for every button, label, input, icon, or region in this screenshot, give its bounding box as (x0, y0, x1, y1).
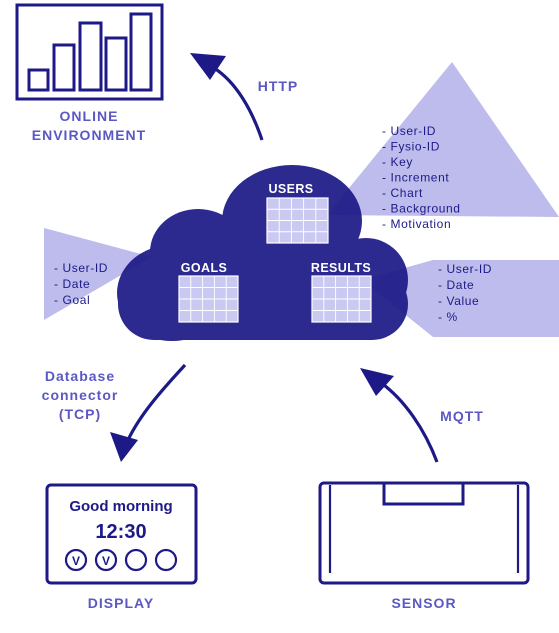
goals-table-grid (178, 275, 239, 323)
display-time: 12:30 (95, 521, 146, 543)
display-greeting: Good morning (69, 498, 172, 515)
users-table-grid (266, 197, 329, 244)
users-callout (327, 62, 559, 217)
check-circle-2 (124, 548, 148, 572)
database-connector-arrow (126, 363, 187, 441)
users-field-4: - Chart (382, 186, 423, 200)
users-table-title: USERS (268, 182, 313, 196)
database-connector-label-line1: Database (45, 368, 115, 384)
check-mark-0: V (72, 554, 80, 568)
display-label: DISPLAY (88, 595, 154, 611)
http-label: HTTP (258, 78, 299, 94)
goals-callout (44, 228, 152, 320)
check-circle-3 (154, 548, 178, 572)
display-device-icon (45, 483, 198, 585)
results-callout (362, 260, 559, 337)
results-field-3: - % (438, 310, 458, 324)
results-field-1: - Date (438, 278, 474, 292)
mqtt-arrow (379, 380, 439, 463)
users-field-list: - User-ID - Fysio-ID- Key - Increment- Cha… (382, 124, 461, 231)
goals-field-list: - User-ID - Date - Goal (54, 261, 108, 307)
goals-field-2: - Goal (54, 293, 90, 307)
users-field-6: - Motivation (382, 217, 451, 231)
results-table-title: RESULTS (311, 261, 371, 275)
results-field-0: - User-ID (438, 262, 492, 276)
database-connector-label-line3: (TCP) (59, 406, 101, 422)
http-arrow (213, 66, 264, 141)
mqtt-label: MQTT (440, 408, 484, 424)
http-arrowhead (190, 53, 226, 80)
database-connector-label-line2: connector (42, 387, 119, 403)
bar-chart-icon (15, 3, 164, 101)
database-connector-arrowhead (110, 432, 138, 462)
results-table-grid (311, 275, 372, 323)
online-environment-label-line2: ENVIRONMENT (32, 127, 146, 143)
users-field-0: - User-ID (382, 124, 436, 138)
check-circle-0 (64, 548, 88, 572)
sensor-label: SENSOR (391, 595, 456, 611)
users-field-1: - Fysio-ID (382, 140, 440, 154)
check-circle-1 (94, 548, 118, 572)
goals-table-title: GOALS (181, 261, 227, 275)
sensor-device-icon (318, 481, 530, 585)
check-mark-1: V (102, 554, 110, 568)
results-field-2: - Value (438, 294, 479, 308)
users-field-5: - Background (382, 202, 461, 216)
users-field-2: - Key (382, 155, 413, 169)
results-field-list: - User-ID - Date - Value - % (438, 262, 492, 324)
goals-field-0: - User-ID (54, 261, 108, 275)
goals-field-1: - Date (54, 277, 90, 291)
users-field-3: - Increment (382, 171, 449, 185)
mqtt-arrowhead (360, 368, 394, 396)
online-environment-label-line1: ONLINE (60, 108, 119, 124)
